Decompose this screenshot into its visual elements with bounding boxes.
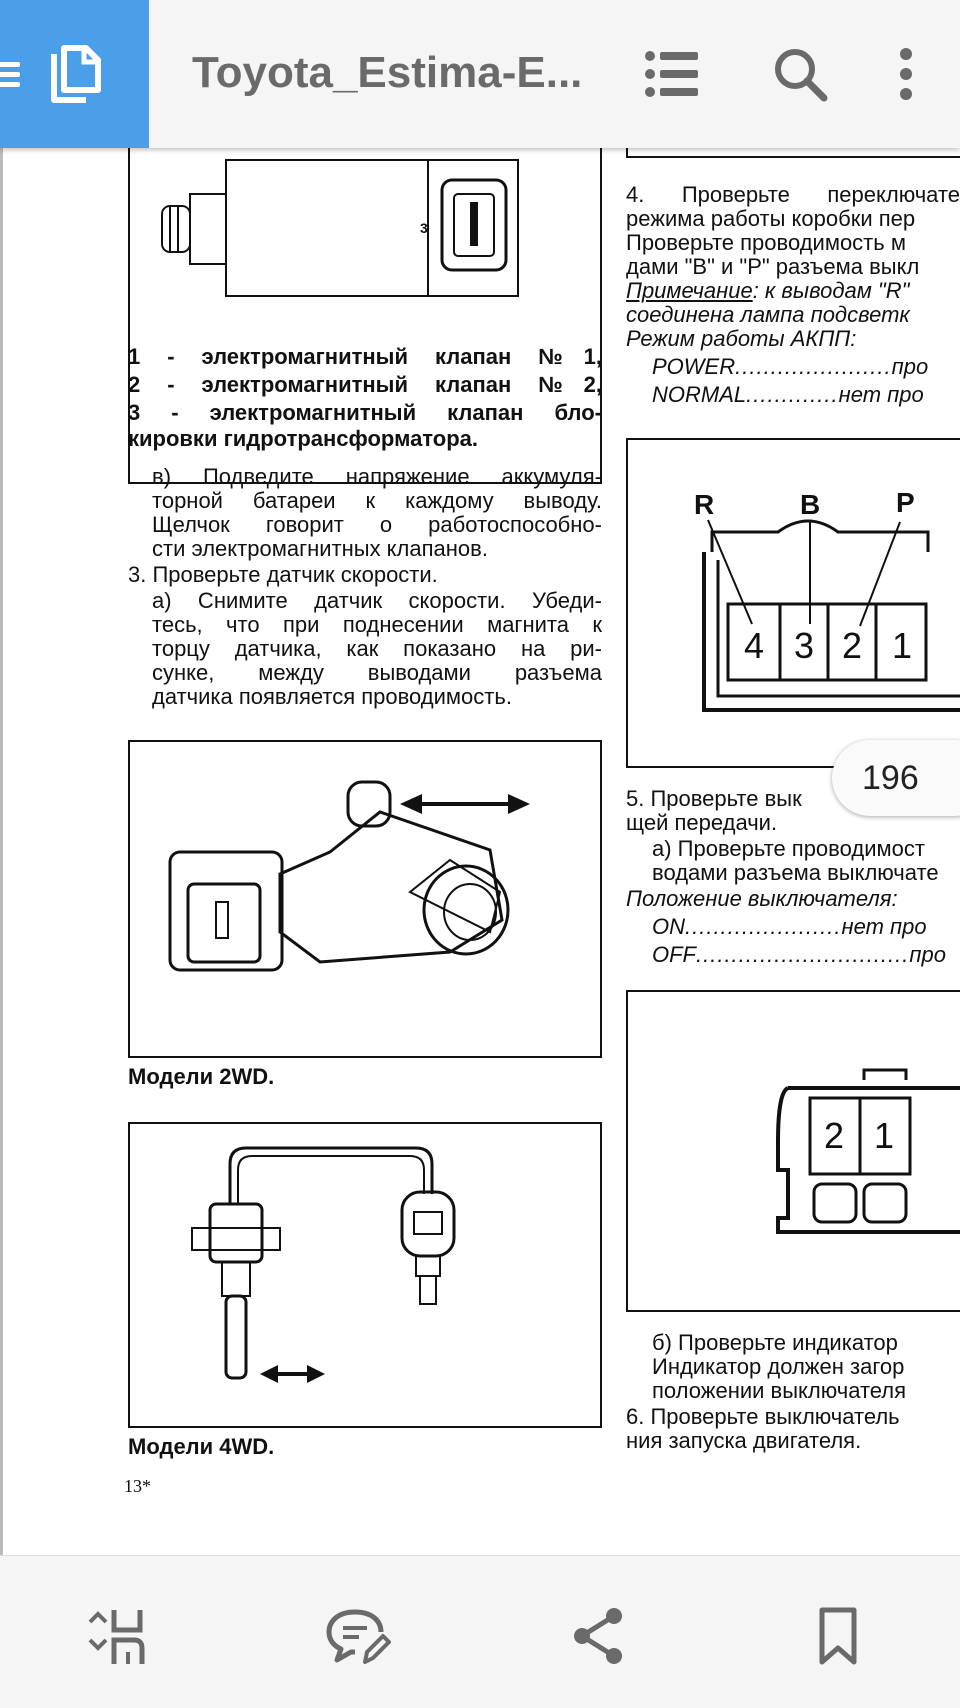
paragraph-line: торной батареи к каждому выводу. (152, 488, 602, 513)
paragraph-line: щей передачи. (626, 810, 778, 835)
paragraph-line: 6. Проверьте выключатель (626, 1404, 900, 1429)
terminal-letter-b: B (800, 489, 821, 520)
switch-connector-figure: 2 1 (626, 990, 960, 1312)
legend-line: 3 - электромагнитный клапан бло- (128, 400, 602, 425)
terminal-letter-p: P (896, 487, 915, 518)
paragraph-line: б) Проверьте индикатор (652, 1330, 898, 1355)
document-page[interactable]: 3 1 - электромагнитный клапан №1, 2 - эл… (0, 148, 960, 1555)
figure-callout-label: 3 (420, 220, 428, 236)
mode-row: POWER......................про (652, 354, 929, 379)
right-column: 4. Проверьте переключате режима работы к… (624, 148, 960, 1555)
pages-icon[interactable] (46, 44, 106, 106)
legend-line: 1 - электромагнитный клапан №1, (128, 344, 602, 369)
bookmark-icon[interactable] (802, 1600, 874, 1672)
comment-edit-icon[interactable] (322, 1600, 394, 1672)
menu-icon[interactable] (0, 56, 24, 92)
paragraph-line: ния запуска двигателя. (626, 1428, 862, 1453)
paragraph-line: а) Проверьте проводимост (652, 836, 925, 861)
paragraph-line: режима работы коробки пер (626, 206, 916, 231)
legend-line: кировки гидротрансформатора. (128, 426, 479, 451)
paragraph-line: сти электромагнитных клапанов. (152, 536, 488, 561)
crop-icon[interactable] (80, 1600, 152, 1672)
note-line: соединена лампа подсветк (626, 302, 910, 327)
list-icon[interactable] (636, 38, 708, 110)
paragraph-line: а) Снимите датчик скорости. Убеди- (152, 588, 602, 613)
speed-sensor-4wd-figure (128, 1122, 602, 1428)
paragraph-line: торцу датчика, как показано на ри- (152, 636, 602, 661)
paragraph-line: датчика появляется проводимость. (152, 684, 512, 709)
section-title: Положение выключателя: (626, 886, 898, 911)
paragraph-line: дами "В" и "Р" разъема выкл (626, 254, 920, 279)
paragraph-line: 4. Проверьте переключате (626, 182, 960, 207)
pin-number: 1 (874, 1115, 895, 1156)
note-text: : к выводам "R" (752, 278, 910, 303)
position-row: ON......................нет про (652, 914, 927, 939)
speed-sensor-2wd-figure (128, 740, 602, 1058)
paragraph-line: сунке, между выводами разъема (152, 660, 602, 685)
mode-switch-connector-figure: R B P 4 3 2 1 (626, 438, 960, 768)
note-label: Примечание (626, 278, 753, 303)
paragraph-line: тесь, что при поднесении магнита к (152, 612, 602, 637)
note-line: Примечание: к выводам "R" (626, 278, 909, 303)
more-vert-icon[interactable] (870, 38, 942, 110)
app-bar: Toyota_Estima-E... (0, 0, 960, 148)
app-bar-accent (0, 0, 149, 148)
solenoid-valve-figure: 3 (128, 148, 602, 484)
document-title: Toyota_Estima-E... (192, 48, 583, 97)
pin-number: 2 (842, 625, 863, 666)
pin-number: 4 (744, 625, 765, 666)
paragraph-line: положении выключателя (652, 1378, 907, 1403)
terminal-letter-r: R (694, 489, 715, 520)
pin-number: 2 (824, 1115, 845, 1156)
legend-line: 2 - электромагнитный клапан №2, (128, 372, 602, 397)
paragraph-line: 5. Проверьте вык (626, 786, 802, 811)
figure-caption: Модели 4WD. (128, 1434, 275, 1459)
pin-number: 3 (794, 625, 815, 666)
mode-row: NORMAL.............нет про (652, 382, 924, 407)
share-icon[interactable] (562, 1600, 634, 1672)
paragraph-line: Проверьте проводимость м (626, 230, 906, 255)
step-heading: 3. Проверьте датчик скорости. (128, 562, 438, 587)
figure-caption: Модели 2WD. (128, 1064, 275, 1089)
page-number-badge[interactable]: 196 (832, 740, 960, 816)
section-title: Режим работы АКПП: (626, 326, 857, 351)
search-icon[interactable] (764, 38, 836, 110)
paragraph-line: Индикатор должен загор (652, 1354, 905, 1379)
bottom-toolbar (0, 1555, 960, 1708)
page-edge (0, 148, 3, 1555)
paragraph-line: в) Подведите напряжение аккумуля- (152, 464, 602, 489)
page-footer-mark: 13* (124, 1476, 151, 1496)
paragraph-line: водами разъема выключате (652, 860, 939, 885)
position-row: OFF..............................про (652, 942, 946, 967)
pin-number: 1 (892, 625, 913, 666)
paragraph-line: Щелчок говорит о работоспособно- (152, 512, 602, 537)
